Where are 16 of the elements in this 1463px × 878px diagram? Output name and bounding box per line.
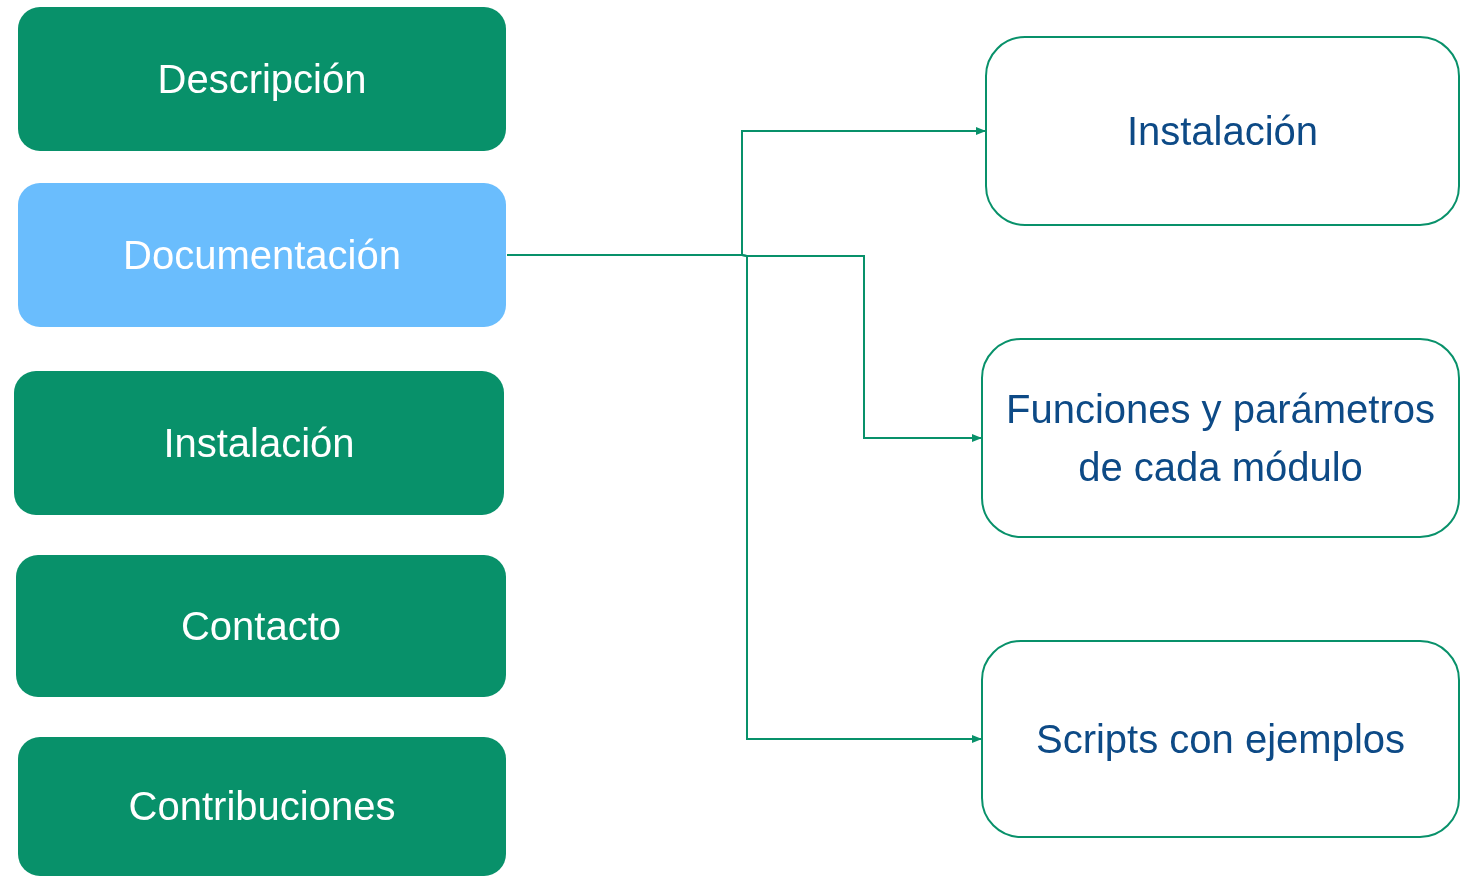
box-label: Instalación (1126, 108, 1319, 155)
menu-box (14, 371, 504, 515)
box-label: Funciones y parámetros de cada módulo (1004, 386, 1437, 491)
menu-box (18, 7, 506, 151)
menu-box (18, 737, 506, 876)
box-label: Contribuciones (128, 784, 396, 829)
box-label: Scripts con ejemplos (1035, 716, 1405, 763)
topic-box (981, 640, 1460, 838)
box-label: Descripción (157, 56, 367, 102)
menu-box (16, 555, 506, 697)
topic-box (985, 36, 1460, 226)
box-label: Contacto (180, 603, 342, 649)
box-label: Documentación (123, 232, 401, 278)
topic-box (981, 338, 1460, 538)
highlighted-menu-box (18, 183, 506, 327)
box-label: Instalación (163, 420, 355, 466)
